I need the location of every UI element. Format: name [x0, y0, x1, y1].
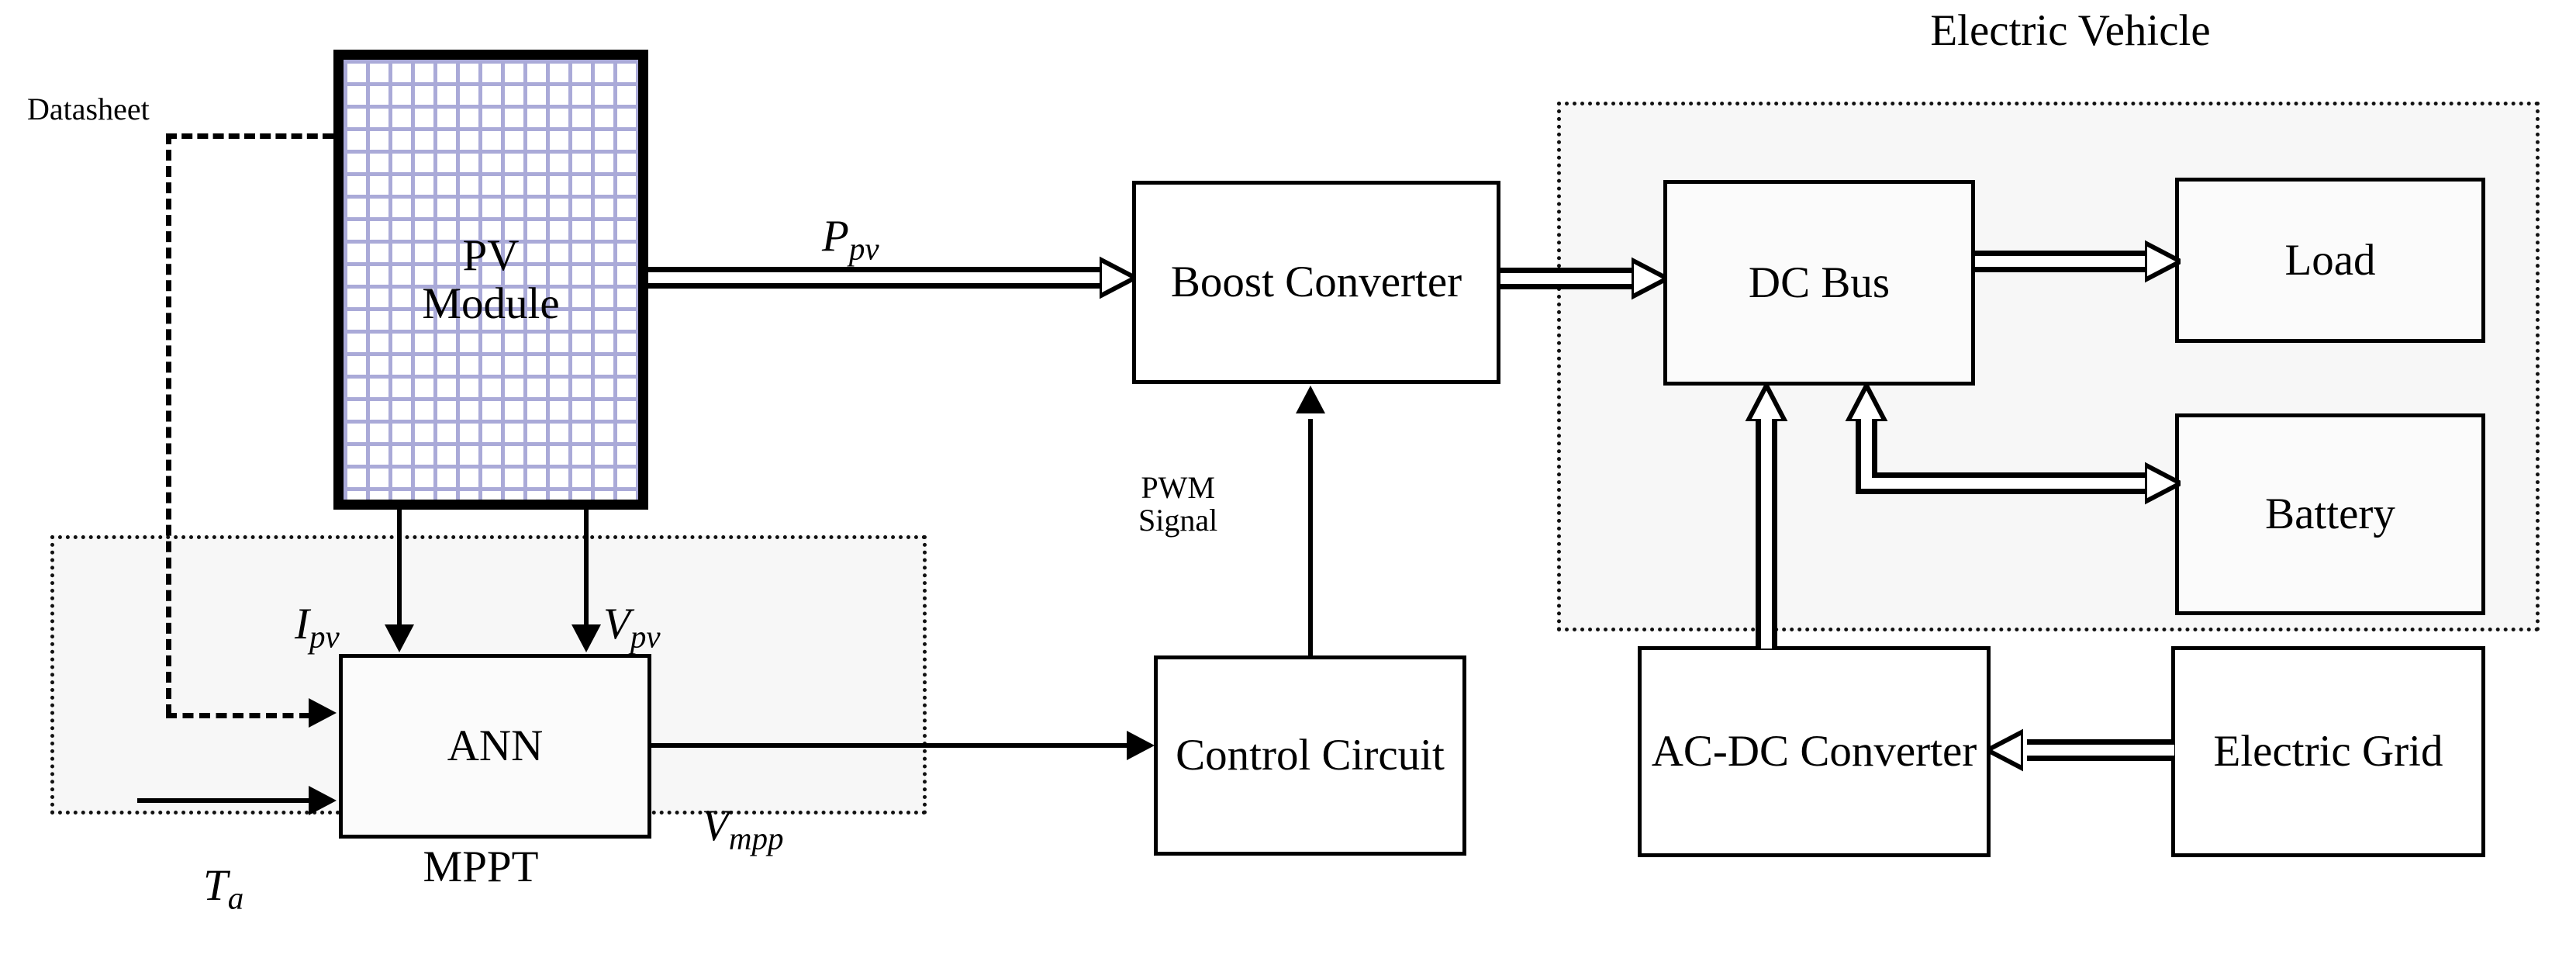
label-t-a-base: T	[203, 860, 228, 910]
signal-arrowhead-v-pv	[571, 624, 601, 652]
block-dc-bus[interactable]: DC Bus	[1663, 180, 1975, 386]
group-label-mppt: MPPT	[423, 842, 539, 891]
signal-line-v-mpp	[651, 743, 1135, 748]
label-t-a-sub: a	[227, 880, 244, 916]
block-battery-label: Battery	[2265, 489, 2395, 539]
signal-arrowhead-i-pv	[385, 624, 414, 652]
label-datasheet: Datasheet	[27, 92, 150, 126]
label-v-pv-sub: pv	[630, 618, 661, 655]
block-ann[interactable]: ANN	[339, 654, 651, 839]
block-dc-bus-label: DC Bus	[1748, 258, 1891, 307]
block-ann-label: ANN	[447, 721, 544, 771]
block-load[interactable]: Load	[2175, 178, 2485, 343]
power-line-pv-to-boost	[648, 267, 1106, 289]
block-boost-converter[interactable]: Boost Converter	[1132, 181, 1500, 384]
block-load-label: Load	[2284, 235, 2376, 285]
label-i-pv-sub: pv	[309, 618, 340, 655]
power-arrowhead-dcbus-from-battery	[1845, 386, 1888, 421]
power-arrowhead-acdc-in	[1987, 728, 2023, 772]
label-v-mpp-base: V	[702, 801, 729, 850]
power-line-grid-to-acdc	[2027, 739, 2174, 761]
block-pv-module[interactable]: PV Module	[333, 50, 648, 510]
group-label-electric-vehicle: Electric Vehicle	[1930, 6, 2211, 55]
signal-arrowhead-t-a	[309, 786, 337, 815]
label-v-mpp-sub: mpp	[728, 820, 784, 856]
power-arrowhead-boost-in	[1100, 256, 1135, 299]
power-arrowhead-battery-in	[2145, 462, 2181, 505]
block-electric-grid[interactable]: Electric Grid	[2171, 646, 2485, 857]
power-line-dcbus-to-load	[1975, 251, 2153, 272]
signal-line-v-pv	[584, 510, 589, 626]
block-boost-converter-label: Boost Converter	[1170, 258, 1462, 307]
label-p-pv-sub: pv	[848, 230, 879, 267]
power-arrowhead-load-in	[2145, 240, 2181, 283]
block-control-circuit-label: Control Circuit	[1176, 731, 1445, 780]
block-pv-module-label: PV Module	[422, 230, 560, 328]
block-ac-dc-converter[interactable]: AC-DC Converter	[1638, 646, 1991, 857]
signal-line-pwm	[1308, 419, 1313, 655]
label-p-pv: Ppv	[822, 167, 879, 265]
signal-arrowhead-control-circuit	[1127, 731, 1155, 760]
label-p-pv-base: P	[822, 211, 849, 261]
datasheet-dashed-horizontal-bottom	[166, 713, 310, 718]
label-pwm-signal: PWM Signal	[1138, 470, 1218, 538]
label-i-pv: Ipv	[295, 555, 340, 653]
power-line-acdc-to-dcbus	[1756, 419, 1777, 649]
power-line-boost-to-dcbus	[1500, 268, 1638, 289]
signal-line-t-a	[137, 798, 312, 803]
block-electric-grid-label: Electric Grid	[2213, 727, 2443, 776]
label-v-mpp: Vmpp	[702, 756, 784, 855]
signal-arrowhead-pwm-boost	[1296, 386, 1325, 413]
datasheet-dashed-horizontal-top	[166, 133, 333, 139]
label-v-pv: Vpv	[603, 555, 661, 653]
power-line-battery-riser	[1856, 419, 1877, 478]
block-battery[interactable]: Battery	[2175, 413, 2485, 615]
datasheet-dashed-vertical	[166, 133, 171, 715]
power-line-battery-horizontal	[1872, 472, 2153, 494]
power-arrowhead-dcbus-in	[1632, 257, 1667, 300]
datasheet-arrowhead-ann	[309, 698, 337, 728]
power-arrowhead-dcbus-from-acdc	[1745, 386, 1788, 421]
label-v-pv-base: V	[603, 599, 630, 649]
label-t-a: Ta	[203, 816, 243, 915]
label-i-pv-base: I	[295, 599, 309, 649]
signal-line-i-pv	[397, 510, 402, 626]
block-control-circuit[interactable]: Control Circuit	[1154, 655, 1466, 856]
block-ac-dc-converter-label: AC-DC Converter	[1651, 727, 1977, 776]
